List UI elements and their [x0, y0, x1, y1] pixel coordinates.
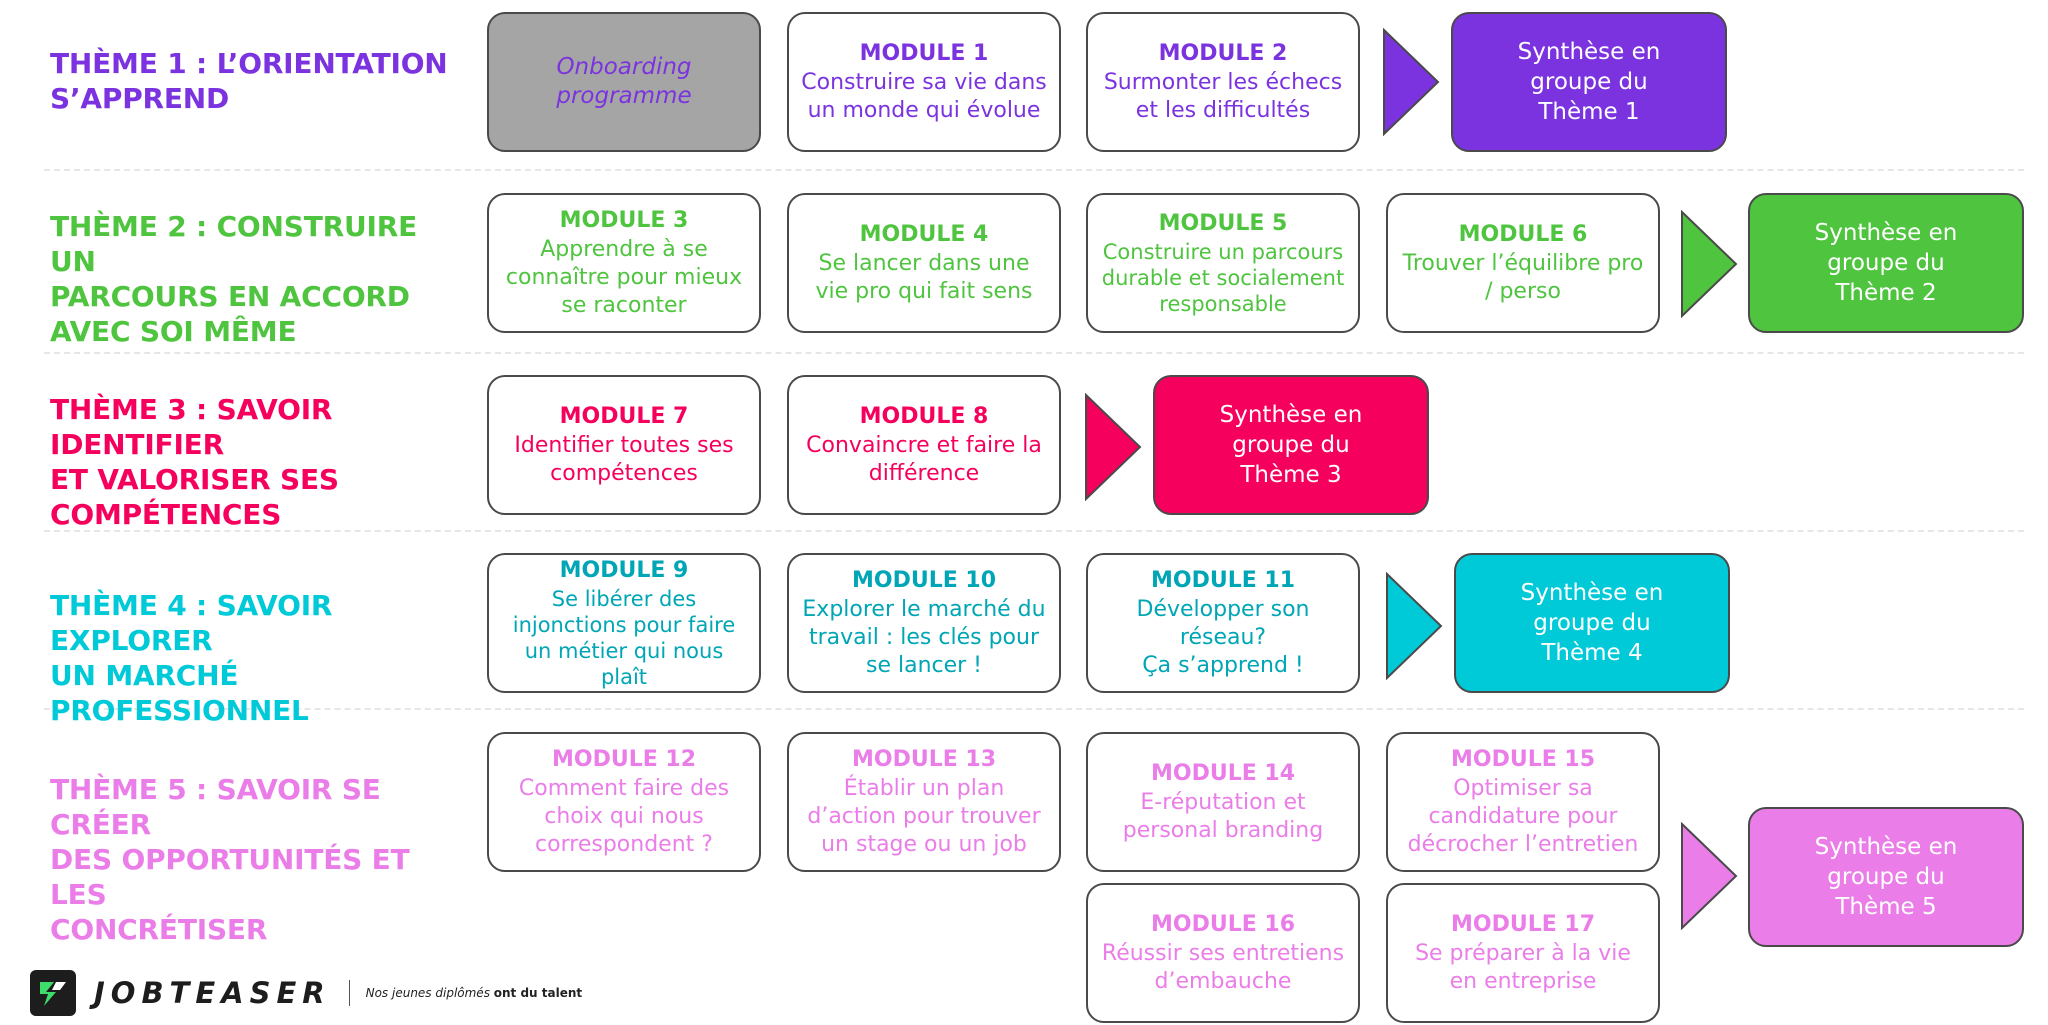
theme-3-title: THÈME 3 : SAVOIR IDENTIFIER ET VALORISER… — [50, 393, 339, 531]
module-title: MODULE 9 — [559, 558, 689, 583]
module-title: MODULE 1 — [859, 41, 989, 66]
module-2-box[interactable]: MODULE 2 Surmonter les échecs et les dif… — [1086, 12, 1360, 152]
module-title: MODULE 15 — [1450, 747, 1596, 772]
theme-4-title: THÈME 4 : SAVOIR EXPLORER UN MARCHÉ PROF… — [50, 589, 333, 727]
module-title: MODULE 6 — [1458, 222, 1588, 247]
row-separator — [44, 708, 2024, 710]
module-title: MODULE 4 — [859, 222, 989, 247]
module-9-box[interactable]: MODULE 9 Se libérer des injonctions pour… — [487, 553, 761, 693]
divider — [348, 980, 350, 1006]
module-title: MODULE 10 — [851, 568, 997, 593]
synthesis-theme-2-box[interactable]: Synthèse en groupe du Thème 2 — [1748, 193, 2024, 333]
jobteaser-logo: JOBTEASER Nos jeunes diplômés ont du tal… — [30, 970, 582, 1016]
module-title: MODULE 17 — [1450, 912, 1596, 937]
module-title: MODULE 7 — [559, 404, 689, 429]
arrow-right-icon — [1681, 210, 1738, 318]
module-title: MODULE 12 — [551, 747, 697, 772]
module-title: MODULE 13 — [851, 747, 997, 772]
module-5-box[interactable]: MODULE 5 Construire un parcours durable … — [1086, 193, 1360, 333]
brand-name: JOBTEASER — [94, 976, 331, 1010]
module-title: MODULE 14 — [1150, 761, 1296, 786]
row-separator — [44, 352, 2024, 354]
module-13-box[interactable]: MODULE 13 Établir un plan d’action pour … — [787, 732, 1061, 872]
module-title: MODULE 3 — [559, 208, 689, 233]
brand-tagline: Nos jeunes diplômés ont du talent — [365, 986, 583, 1000]
theme-5-title: THÈME 5 : SAVOIR SE CRÉER DES OPPORTUNIT… — [50, 773, 410, 946]
theme-1-title: THÈME 1 : L’ORIENTATION S’APPREND — [50, 47, 448, 115]
arrow-right-icon — [1085, 393, 1142, 501]
module-title: MODULE 16 — [1150, 912, 1296, 937]
synthesis-theme-3-box[interactable]: Synthèse en groupe du Thème 3 — [1153, 375, 1429, 515]
module-14-box[interactable]: MODULE 14 E-réputation et personal brand… — [1086, 732, 1360, 872]
synthesis-theme-1-box[interactable]: Synthèse en groupe du Thème 1 — [1451, 12, 1727, 152]
synthesis-theme-4-box[interactable]: Synthèse en groupe du Thème 4 — [1454, 553, 1730, 693]
synthesis-theme-5-box[interactable]: Synthèse en groupe du Thème 5 — [1748, 807, 2024, 947]
module-title: MODULE 5 — [1158, 211, 1288, 236]
jobteaser-logo-icon — [30, 970, 76, 1016]
module-1-box[interactable]: MODULE 1 Construire sa vie dans un monde… — [787, 12, 1061, 152]
module-title: MODULE 8 — [859, 404, 989, 429]
module-17-box[interactable]: MODULE 17 Se préparer à la vie en entrep… — [1386, 883, 1660, 1023]
module-4-box[interactable]: MODULE 4 Se lancer dans une vie pro qui … — [787, 193, 1061, 333]
onboarding-box[interactable]: Onboarding programme — [487, 12, 761, 152]
arrow-right-icon — [1386, 572, 1443, 680]
module-title: MODULE 2 — [1158, 41, 1288, 66]
arrow-right-icon — [1681, 822, 1738, 930]
theme-2-title: THÈME 2 : CONSTRUIRE UN PARCOURS EN ACCO… — [50, 210, 418, 348]
module-title: MODULE 11 — [1150, 568, 1296, 593]
module-3-box[interactable]: MODULE 3 Apprendre à se connaître pour m… — [487, 193, 761, 333]
module-12-box[interactable]: MODULE 12 Comment faire des choix qui no… — [487, 732, 761, 872]
module-7-box[interactable]: MODULE 7 Identifier toutes ses compétenc… — [487, 375, 761, 515]
module-16-box[interactable]: MODULE 16 Réussir ses entretiens d’embau… — [1086, 883, 1360, 1023]
module-6-box[interactable]: MODULE 6 Trouver l’équilibre pro / perso — [1386, 193, 1660, 333]
module-11-box[interactable]: MODULE 11 Développer son réseau? Ça s’ap… — [1086, 553, 1360, 693]
module-10-box[interactable]: MODULE 10 Explorer le marché du travail … — [787, 553, 1061, 693]
row-separator — [44, 530, 2024, 532]
module-8-box[interactable]: MODULE 8 Convaincre et faire la différen… — [787, 375, 1061, 515]
module-15-box[interactable]: MODULE 15 Optimiser sa candidature pour … — [1386, 732, 1660, 872]
row-separator — [44, 169, 2024, 171]
arrow-right-icon — [1383, 28, 1440, 136]
